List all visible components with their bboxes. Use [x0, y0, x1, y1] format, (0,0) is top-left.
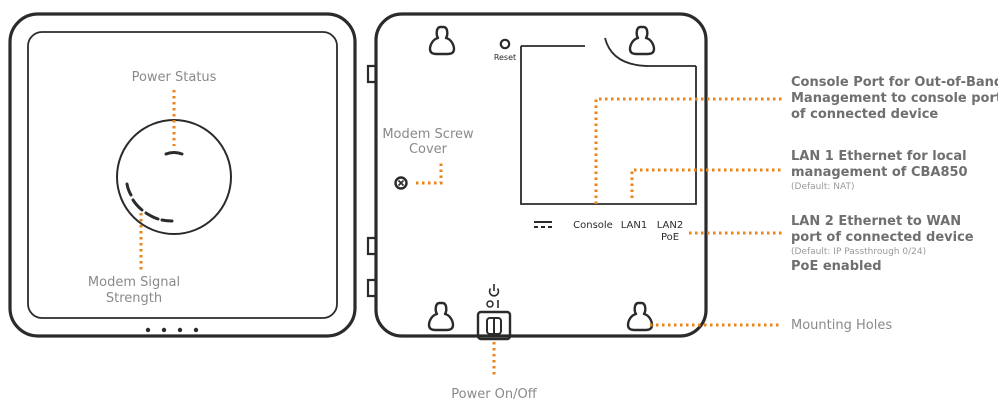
port-panel-frame	[520, 45, 697, 205]
lan1-callout-line2: management of CBA850	[791, 165, 968, 180]
lan2-port-label-line1: LAN2	[657, 220, 683, 231]
mounting-holes-label: Mounting Holes	[791, 318, 892, 333]
screw-icon	[394, 176, 408, 190]
lan2-port-label-line2: PoE	[661, 232, 679, 243]
screw-cover-leader	[416, 160, 443, 185]
lan2-callout-extra: PoE enabled	[791, 259, 882, 274]
back-view: Reset Modem Screw Cover Console LAN1 LAN…	[366, 12, 708, 402]
console-port-label: Console	[573, 220, 613, 231]
lan1-leader	[630, 168, 782, 198]
front-outer-frame	[8, 12, 357, 338]
mounting-hole-icon	[428, 25, 456, 56]
signal-strength-label-line2: Strength	[106, 291, 162, 306]
mounting-hole-icon	[427, 301, 455, 332]
lan2-callout-line2: port of connected device	[791, 230, 974, 245]
lan2-callout-note: (Default: IP Passthrough 0/24)	[791, 247, 926, 257]
screw-cover-label-line2: Cover	[409, 142, 448, 157]
power-status-led	[164, 151, 184, 156]
dc-power-icon	[534, 221, 552, 228]
callout-lan2: LAN 2 Ethernet to WAN port of connected …	[791, 214, 974, 274]
lan1-port-label: LAN1	[621, 220, 647, 231]
mounting-hole-icon	[626, 301, 654, 332]
front-dial	[116, 119, 232, 235]
console-callout-line3: of connected device	[791, 107, 938, 122]
lan1-callout-line1: LAN 1 Ethernet for local	[791, 149, 967, 164]
front-indicator-dots	[145, 327, 199, 333]
power-switch-label: Power On/Off	[451, 387, 538, 402]
mounting-hole-icon	[628, 25, 656, 56]
lan2-callout-line1: LAN 2 Ethernet to WAN	[791, 214, 961, 229]
console-port-leader	[594, 97, 782, 204]
lan1-callout-note: (Default: NAT)	[791, 182, 855, 192]
callout-lan1: LAN 1 Ethernet for local management of C…	[791, 149, 968, 192]
reset-button-icon[interactable]	[499, 38, 511, 50]
power-symbol-icon	[488, 284, 500, 297]
signal-strength-label-line1: Modem Signal	[88, 275, 180, 290]
on-off-marks	[486, 300, 499, 308]
front-inner-frame	[27, 31, 338, 319]
side-tabs	[366, 64, 376, 298]
screw-cover-label-line1: Modem Screw	[382, 127, 474, 142]
reset-label: Reset	[494, 53, 516, 62]
power-status-label: Power Status	[132, 70, 217, 85]
console-callout-line1: Console Port for Out-of-Band	[791, 75, 998, 90]
console-callout-line2: Management to console port	[791, 91, 998, 106]
power-switch[interactable]	[476, 310, 512, 341]
signal-strength-leds	[125, 182, 174, 223]
port-panel-curve	[604, 37, 696, 67]
front-view: Power Status Modem Signal Strength	[8, 12, 357, 338]
callout-console: Console Port for Out-of-Band Management …	[791, 75, 998, 122]
back-outer-frame	[374, 12, 708, 338]
